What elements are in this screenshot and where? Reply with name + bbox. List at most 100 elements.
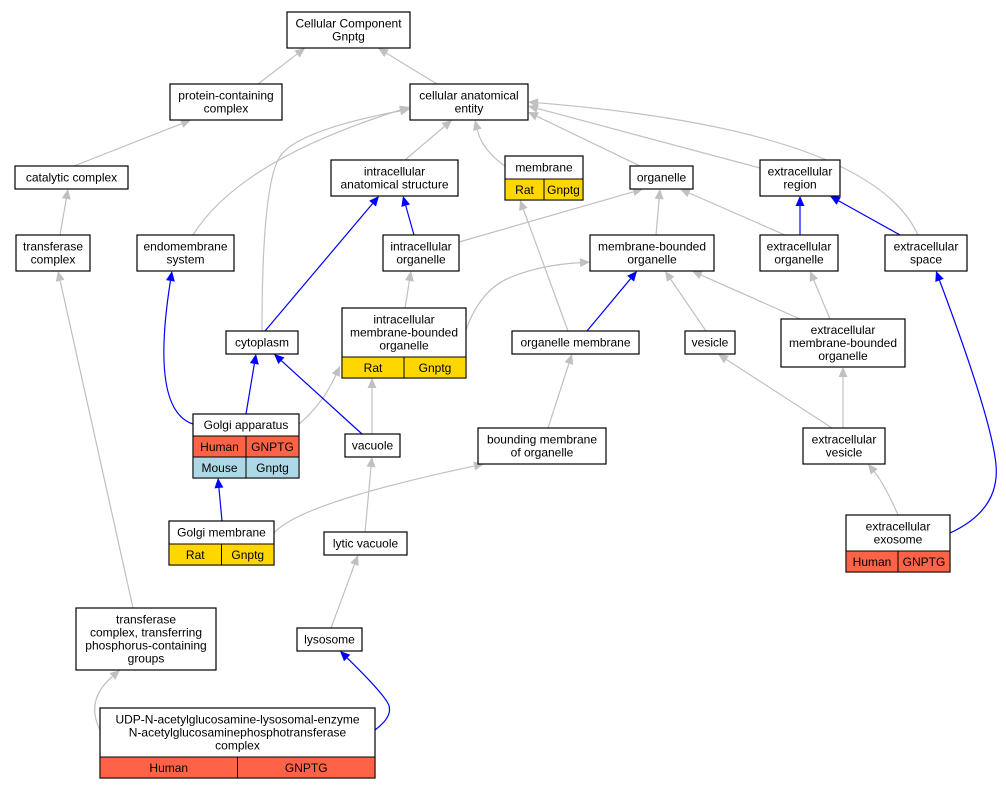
node-label-line: region	[783, 178, 816, 192]
edge-arrowhead	[868, 464, 878, 475]
edge-line	[537, 102, 919, 236]
node-label-line: transferase	[116, 613, 176, 627]
node-box	[14, 165, 129, 190]
edge-cytoplasm-to-cellular_anatomical_entity	[261, 106, 410, 332]
edge-line	[547, 363, 570, 429]
nodes-layer: Cellular ComponentGnptgprotein-containin…	[14, 11, 968, 779]
node-label-line: organelle	[774, 253, 824, 267]
node-udp-glcnac-phosphotransferase-complex[interactable]: UDP-N-acetylglucosamine-lysosomal-enzyme…	[99, 707, 376, 779]
node-lytic-vacuole[interactable]: lytic vacuole	[323, 531, 408, 556]
edge-vacuole-to-intracellular_membrane_bounded_organelle	[367, 378, 377, 434]
node-label-line: UDP-N-acetylglucosamine-lysosomal-enzyme	[115, 713, 359, 727]
edge-line	[346, 657, 391, 731]
gene-label: GNPTG	[285, 761, 328, 775]
node-vesicle[interactable]: vesicle	[684, 330, 736, 355]
node-label-line: membrane-bounded	[789, 336, 897, 350]
edge-arrowhead	[579, 258, 590, 268]
edge-intracellular_organelle-to-intracellular_anatomical_structure	[401, 196, 415, 236]
edge-arrowhead	[718, 354, 729, 364]
edge-line	[163, 280, 194, 425]
node-organelle[interactable]: organelle	[629, 165, 694, 190]
node-intracellular-membrane-bounded-organelle[interactable]: intracellularmembrane-boundedorganelleRa…	[341, 307, 467, 379]
node-label-line: phosphorus-containing	[85, 639, 206, 653]
gene-cell	[237, 756, 376, 779]
edge-arrowhead	[665, 271, 675, 282]
node-vacuole[interactable]: vacuole	[344, 433, 401, 458]
node-label-line: organelle	[627, 253, 677, 267]
edge-arrowhead	[654, 189, 664, 200]
edge-line	[700, 274, 801, 320]
node-label-line: entity	[455, 102, 484, 116]
edge-cytoplasm-to-intracellular_anatomical_structure	[264, 196, 379, 332]
node-cytoplasm[interactable]: cytoplasm	[225, 330, 299, 355]
node-box	[136, 234, 235, 272]
edge-line	[298, 374, 337, 425]
node-label-line: anatomical structure	[340, 178, 448, 192]
node-label-line: vesicle	[692, 336, 729, 350]
edge-line	[655, 198, 660, 236]
node-label-line: membrane-bounded	[598, 240, 706, 254]
node-label-line: system	[166, 253, 204, 267]
species-label: Rat	[515, 183, 534, 197]
node-label-line: Golgi apparatus	[204, 418, 289, 432]
node-label-line: membrane-bounded	[350, 326, 458, 340]
edge-line	[192, 109, 401, 236]
node-label-line: organelle	[818, 349, 868, 363]
node-label-line: intracellular	[373, 313, 434, 327]
node-box	[802, 427, 886, 465]
species-label: Mouse	[201, 461, 237, 475]
edge-line	[273, 465, 475, 534]
edge-extracellular_space-to-extracellular_region	[830, 196, 901, 236]
edge-line	[476, 129, 506, 167]
node-box	[225, 330, 299, 355]
edge-line	[938, 280, 997, 534]
node-box	[759, 234, 839, 272]
node-label-line: of organelle	[511, 446, 574, 460]
gene-label: GNPTG	[903, 555, 946, 569]
edge-line	[94, 676, 113, 731]
edge-line	[670, 278, 707, 332]
node-catalytic-complex[interactable]: catalytic complex	[14, 165, 129, 190]
edge-arrowhead	[830, 196, 841, 205]
species-label: Human	[853, 555, 892, 569]
edge-bounding_membrane_of_organelle-to-organelle_membrane	[547, 354, 574, 429]
node-label-line: complex	[215, 739, 260, 753]
node-lysosome[interactable]: lysosome	[296, 627, 363, 652]
node-label-line: protein-containing	[178, 89, 273, 103]
node-box	[780, 318, 906, 368]
edge-arrowhead	[404, 271, 414, 282]
node-organelle-membrane[interactable]: organelle membrane	[511, 330, 640, 355]
edge-arrowhead	[350, 555, 359, 566]
node-box	[629, 165, 694, 190]
node-label-line: extracellular	[812, 433, 877, 447]
edge-line	[465, 262, 581, 331]
edge-arrowhead	[838, 367, 848, 377]
edge-transferase_complex_phosphorus-to-transferase_complex	[55, 271, 134, 609]
edge-line	[257, 53, 298, 85]
edge-extracellular_membrane_bounded_organelle-to-extracellular_organelle	[809, 271, 831, 320]
node-label-line: extracellular	[768, 165, 833, 179]
edge-organelle-to-cellular_anatomical_entity	[528, 112, 641, 167]
edge-line	[838, 200, 901, 236]
edge-arrowhead	[795, 196, 805, 206]
edge-organelle_membrane-to-membrane_bounded_organelle	[586, 271, 637, 332]
